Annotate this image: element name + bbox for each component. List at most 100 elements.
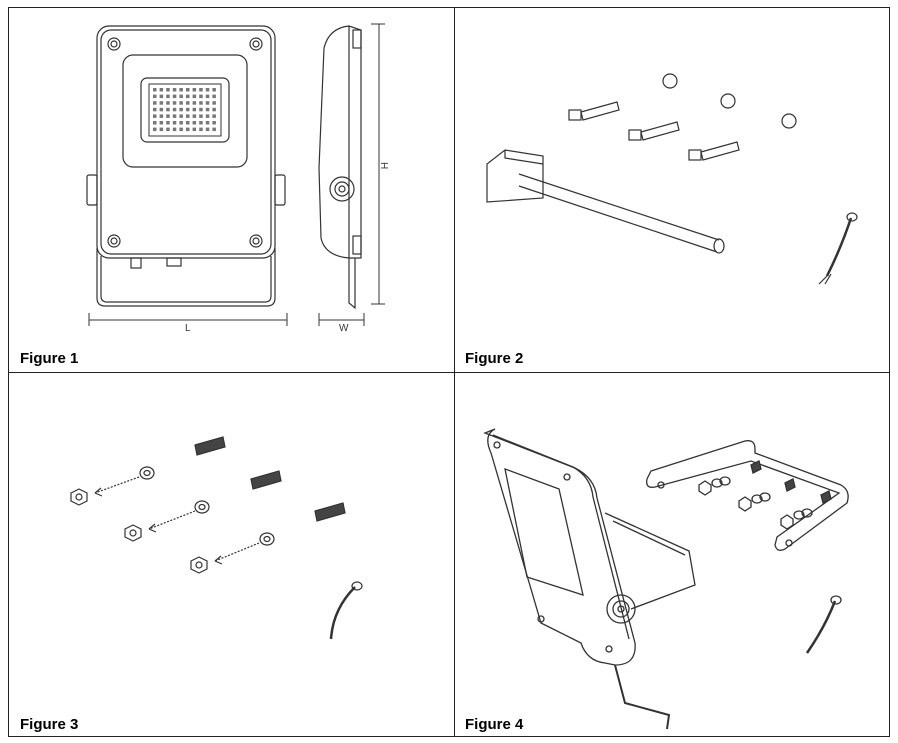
led-dot bbox=[192, 88, 197, 92]
figure-1-drawing: L W H bbox=[86, 23, 389, 334]
led-dot bbox=[192, 94, 197, 99]
figure-grid: L W H Figure 1 bbox=[8, 7, 890, 737]
nut bbox=[70, 488, 88, 506]
led-dot bbox=[199, 94, 203, 99]
led-dot bbox=[172, 107, 177, 112]
cable bbox=[329, 586, 356, 640]
led-dot bbox=[179, 121, 183, 125]
led-dot bbox=[179, 127, 183, 132]
led-dot bbox=[192, 107, 197, 112]
led-dot bbox=[179, 114, 183, 118]
led-dot bbox=[179, 107, 183, 112]
led-dot bbox=[172, 121, 177, 125]
led-dot bbox=[192, 101, 197, 105]
drill-hole bbox=[781, 113, 797, 129]
led-dot bbox=[205, 107, 210, 112]
led-dot bbox=[159, 114, 164, 118]
led-dot bbox=[159, 101, 164, 105]
dim-label-length: L bbox=[185, 323, 191, 334]
led-dot bbox=[172, 127, 177, 132]
washer bbox=[259, 532, 275, 546]
figure-1-panel: L W H Figure 1 bbox=[9, 8, 454, 372]
led-dot bbox=[159, 127, 164, 132]
led-dot bbox=[153, 101, 157, 105]
led-dot bbox=[205, 94, 210, 99]
drill-hole bbox=[720, 93, 736, 109]
led-dot bbox=[199, 121, 203, 125]
led-dot bbox=[153, 121, 157, 125]
led-dot bbox=[199, 114, 203, 118]
led-dot bbox=[186, 101, 190, 105]
wall-anchor bbox=[688, 141, 740, 161]
led-dot bbox=[212, 88, 216, 92]
led-dot bbox=[166, 101, 170, 105]
figure-4-caption: Figure 4 bbox=[465, 716, 524, 733]
figure-3-caption: Figure 3 bbox=[20, 716, 79, 733]
divider-horizontal bbox=[9, 372, 889, 373]
led-dot bbox=[172, 114, 177, 118]
led-dot bbox=[186, 121, 190, 125]
washer bbox=[194, 500, 210, 514]
figure-1-caption: Figure 1 bbox=[20, 350, 79, 367]
led-dot bbox=[212, 121, 216, 125]
led-dot bbox=[172, 94, 177, 99]
drill-hole bbox=[662, 73, 678, 89]
led-dot bbox=[159, 88, 164, 92]
bolt bbox=[194, 436, 226, 456]
figure-2-drawing bbox=[486, 73, 858, 285]
cable bbox=[825, 217, 853, 277]
led-dot bbox=[199, 101, 203, 105]
led-dot bbox=[186, 127, 190, 132]
figure-3-panel: Figure 3 bbox=[9, 373, 454, 738]
led-dot bbox=[212, 94, 216, 99]
led-dot bbox=[172, 101, 177, 105]
led-dot bbox=[212, 107, 216, 112]
dim-label-width: W bbox=[339, 323, 349, 334]
led-dot bbox=[153, 107, 157, 112]
led-dot bbox=[212, 127, 216, 132]
led-dot bbox=[166, 127, 170, 132]
led-dot bbox=[186, 107, 190, 112]
dim-label-height: H bbox=[378, 162, 389, 169]
led-dot bbox=[153, 127, 157, 132]
figure-2-panel: Figure 2 bbox=[455, 8, 891, 372]
led-dot bbox=[192, 114, 197, 118]
mounting-plate bbox=[486, 149, 544, 203]
wall-anchor bbox=[568, 101, 620, 121]
led-dot bbox=[192, 121, 197, 125]
bolt bbox=[314, 502, 346, 522]
led-dot bbox=[166, 114, 170, 118]
figure-2-caption: Figure 2 bbox=[465, 350, 524, 367]
led-dot bbox=[199, 88, 203, 92]
led-dot bbox=[199, 107, 203, 112]
figure-4-panel: Figure 4 bbox=[455, 373, 891, 738]
led-dot bbox=[153, 88, 157, 92]
nut bbox=[124, 524, 142, 542]
tilt-knob bbox=[606, 594, 636, 624]
figure-4-drawing bbox=[483, 428, 849, 730]
bolt bbox=[250, 470, 282, 490]
led-dot bbox=[166, 107, 170, 112]
led-dot bbox=[159, 94, 164, 99]
led-dot bbox=[159, 107, 164, 112]
led-dot bbox=[166, 121, 170, 125]
u-bracket bbox=[646, 440, 849, 551]
floodlight-body bbox=[483, 428, 636, 666]
led-dot bbox=[192, 127, 197, 132]
led-dot bbox=[166, 94, 170, 99]
led-dot bbox=[205, 127, 210, 132]
led-dot bbox=[205, 114, 210, 118]
led-dot bbox=[153, 114, 157, 118]
led-dot bbox=[179, 101, 183, 105]
led-dot bbox=[199, 127, 203, 132]
led-dot bbox=[186, 94, 190, 99]
led-dot bbox=[212, 101, 216, 105]
led-dot bbox=[179, 94, 183, 99]
wall-anchor bbox=[628, 121, 680, 141]
led-dot bbox=[186, 88, 190, 92]
led-dot bbox=[172, 88, 177, 92]
led-dot bbox=[205, 88, 210, 92]
led-dot bbox=[159, 121, 164, 125]
washer bbox=[139, 466, 155, 480]
led-dot bbox=[186, 114, 190, 118]
